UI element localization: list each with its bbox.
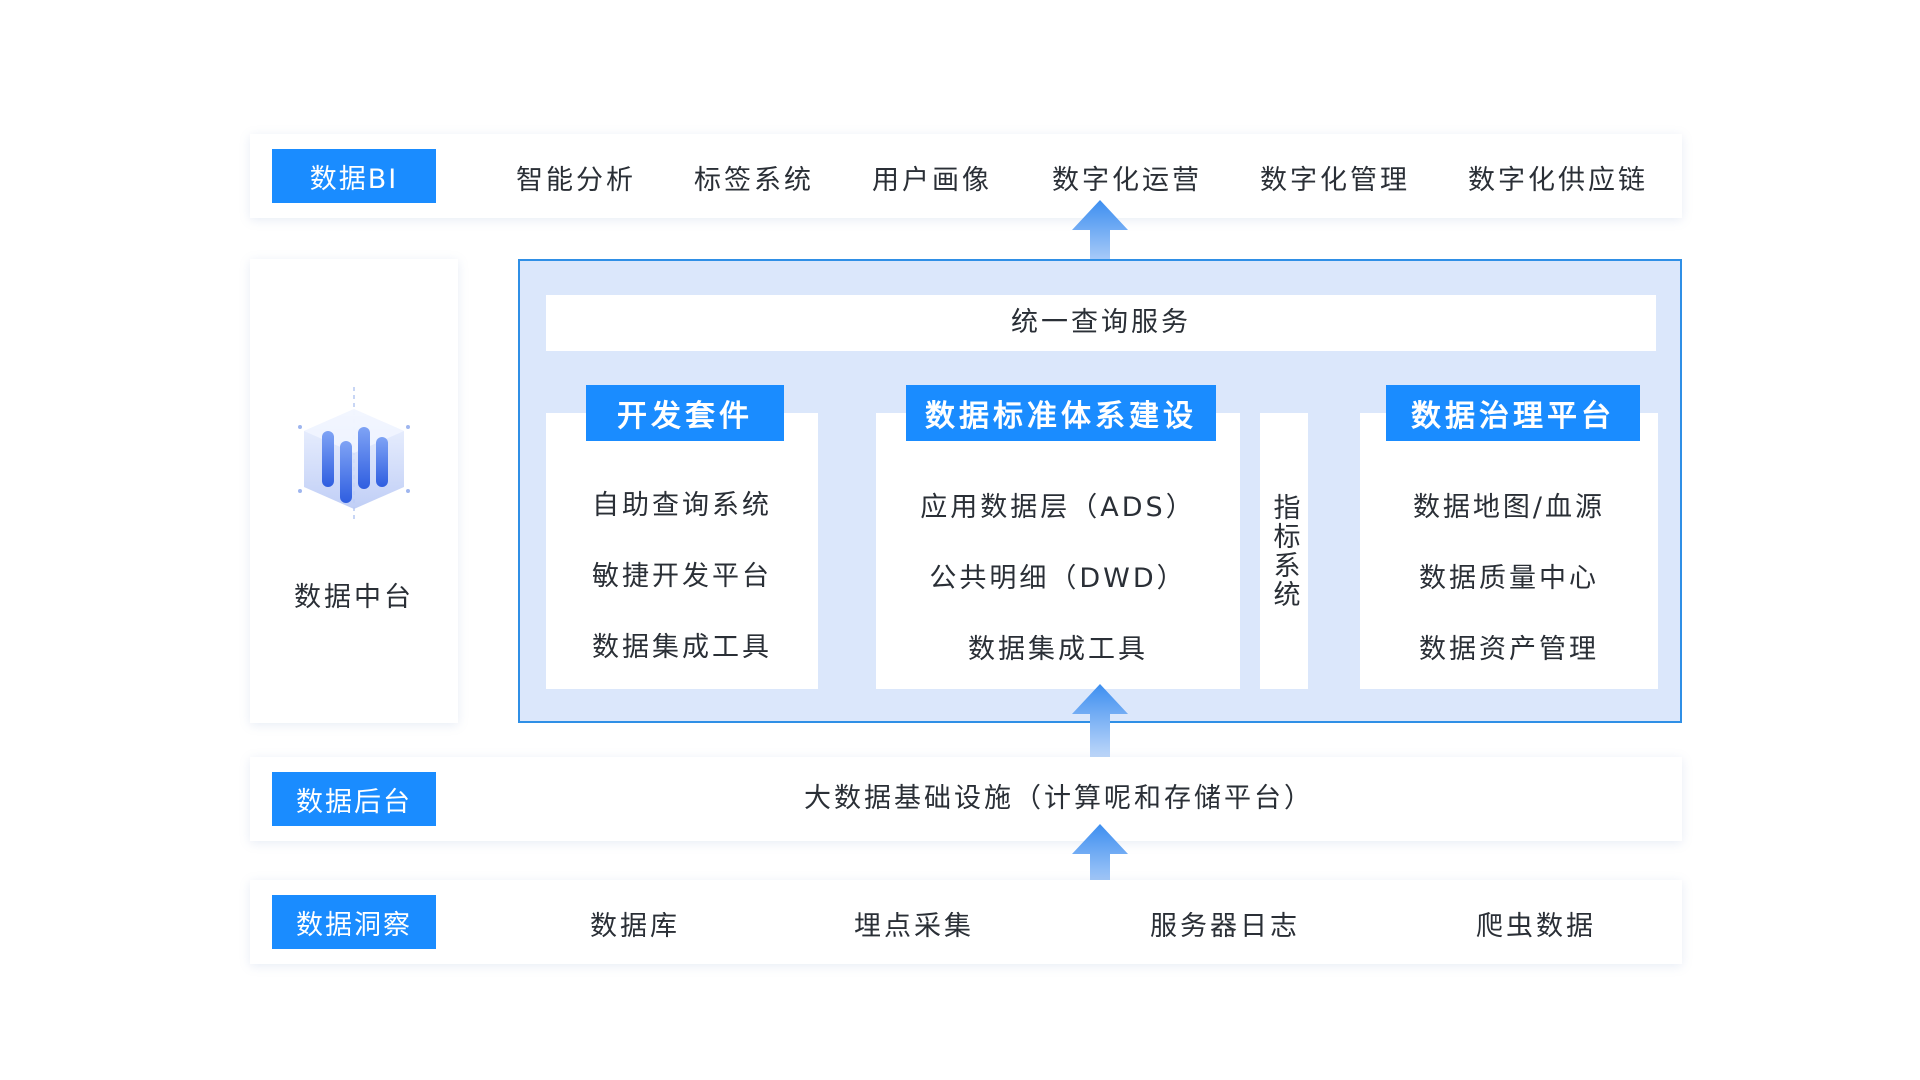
governance-list: 数据地图/血源 数据质量中心 数据资产管理: [1360, 485, 1658, 666]
arrow-up-icon: [1072, 684, 1128, 766]
insight-item-database: 数据库: [590, 911, 680, 942]
insight-item-server-log: 服务器日志: [1150, 911, 1300, 942]
backend-text: 大数据基础设施（计算呢和存储平台）: [804, 783, 1314, 814]
standard-item: 公共明细（DWD）: [929, 563, 1187, 594]
data-cube-icon: [298, 387, 410, 521]
standard-list: 应用数据层（ADS） 公共明细（DWD） 数据集成工具: [876, 485, 1240, 666]
query-service-bar: 统一查询服务: [546, 295, 1656, 351]
standard-item: 数据集成工具: [968, 634, 1148, 665]
arrow-up-icon: [1072, 824, 1128, 906]
bi-row: 数据BI: [250, 134, 1682, 218]
middle-panel: 统一查询服务 自助查询系统 敏捷开发平台 数据集成工具 开发套件 应用数据层（A…: [518, 259, 1682, 723]
dev-item: 敏捷开发平台: [592, 561, 772, 592]
insight-item-tracking: 埋点采集: [854, 911, 974, 942]
governance-item: 数据资产管理: [1419, 634, 1599, 665]
standard-item: 应用数据层（ADS）: [920, 492, 1196, 523]
middle-side-label: 数据中台: [294, 582, 414, 613]
standard-title: 数据标准体系建设: [906, 385, 1216, 441]
dev-suite-list: 自助查询系统 敏捷开发平台 数据集成工具: [546, 483, 818, 664]
bi-item-user-profile: 用户画像: [872, 165, 992, 196]
metrics-system-box: 指标系统: [1260, 413, 1308, 689]
bi-item-digital-supply-chain: 数字化供应链: [1468, 165, 1648, 196]
bi-tag: 数据BI: [272, 149, 436, 203]
bi-item-smart-analysis: 智能分析: [516, 165, 636, 196]
bi-item-digital-management: 数字化管理: [1260, 165, 1410, 196]
middle-side-card: 数据中台: [250, 259, 458, 723]
governance-title: 数据治理平台: [1386, 385, 1640, 441]
governance-item: 数据地图/血源: [1412, 492, 1606, 523]
standard-box: 应用数据层（ADS） 公共明细（DWD） 数据集成工具: [876, 413, 1240, 689]
arrow-up-icon: [1072, 200, 1128, 282]
query-service-label: 统一查询服务: [1011, 307, 1191, 338]
dev-suite-title: 开发套件: [586, 385, 784, 441]
insight-row: 数据洞察: [250, 880, 1682, 964]
insight-tag: 数据洞察: [272, 895, 436, 949]
governance-item: 数据质量中心: [1419, 563, 1599, 594]
insight-item-crawler: 爬虫数据: [1476, 911, 1596, 942]
dev-item: 自助查询系统: [592, 490, 772, 521]
bi-item-digital-operation: 数字化运营: [1052, 165, 1202, 196]
backend-row: 数据后台 大数据基础设施（计算呢和存储平台）: [250, 757, 1682, 841]
backend-tag: 数据后台: [272, 772, 436, 826]
bi-item-tag-system: 标签系统: [694, 165, 814, 196]
dev-item: 数据集成工具: [592, 632, 772, 663]
governance-box: 数据地图/血源 数据质量中心 数据资产管理: [1360, 413, 1658, 689]
dev-suite-box: 自助查询系统 敏捷开发平台 数据集成工具: [546, 413, 818, 689]
